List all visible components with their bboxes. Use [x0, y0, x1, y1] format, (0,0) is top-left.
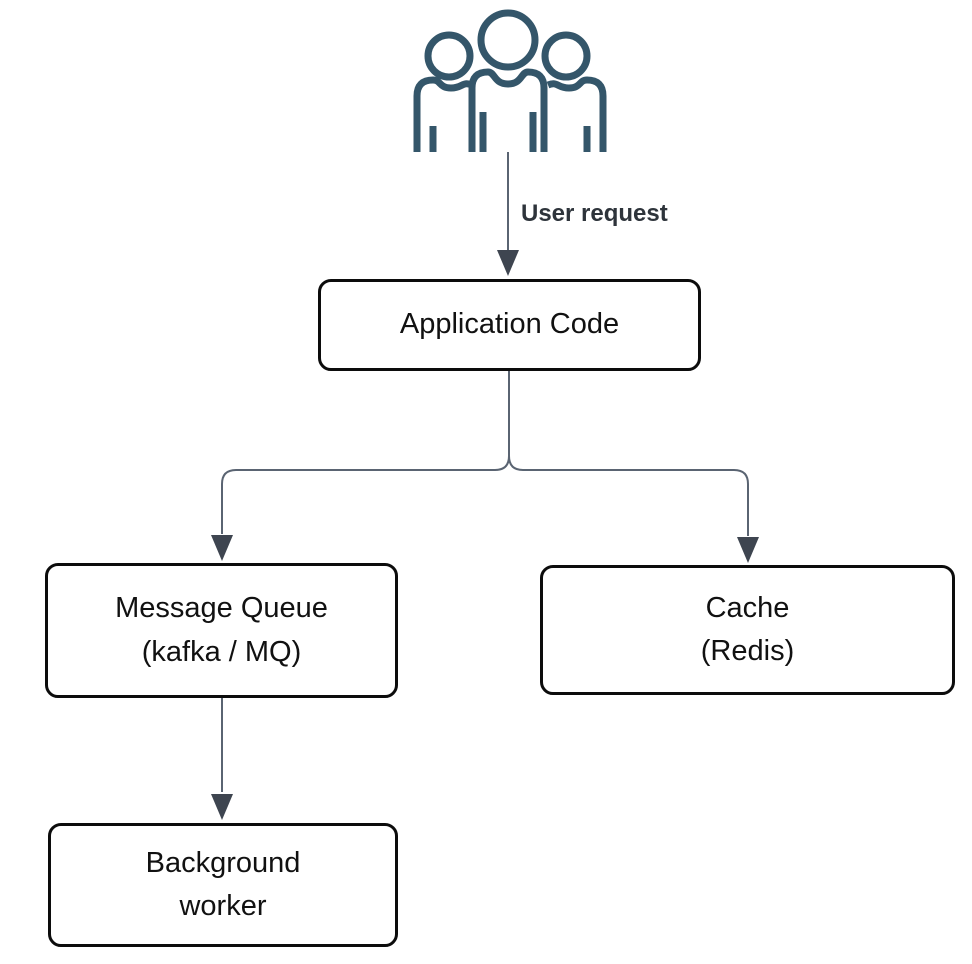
node-background-worker: Background worker [48, 823, 398, 947]
arrowhead-user-to-app-icon [497, 250, 519, 276]
user-request-edge-label: User request [521, 200, 668, 227]
node-message-queue-label: Message Queue (kafka / MQ) [115, 592, 328, 668]
users-icon-center-head [477, 9, 539, 71]
edge-app-to-cache [508, 371, 749, 536]
node-application-code-label: Application Code [399, 308, 620, 341]
users-icon-left-body [413, 76, 474, 152]
node-cache: Cache (Redis) [540, 565, 955, 695]
users-icon-right-head [541, 31, 591, 81]
users-icon-left-head [424, 31, 474, 81]
arrowhead-app-to-mq-icon [211, 535, 233, 561]
node-message-queue: Message Queue (kafka / MQ) [45, 563, 398, 698]
users-group-icon [413, 9, 607, 152]
users-icon-center-body [468, 68, 548, 152]
edge-app-to-mq [221, 371, 510, 534]
arrowhead-app-to-cache-icon [737, 537, 759, 563]
node-background-worker-label: Background worker [145, 846, 301, 923]
node-cache-label: Cache (Redis) [700, 591, 795, 668]
users-icon-right-body [546, 76, 607, 152]
node-application-code: Application Code [318, 279, 701, 371]
arrowhead-mq-to-worker-icon [211, 794, 233, 820]
